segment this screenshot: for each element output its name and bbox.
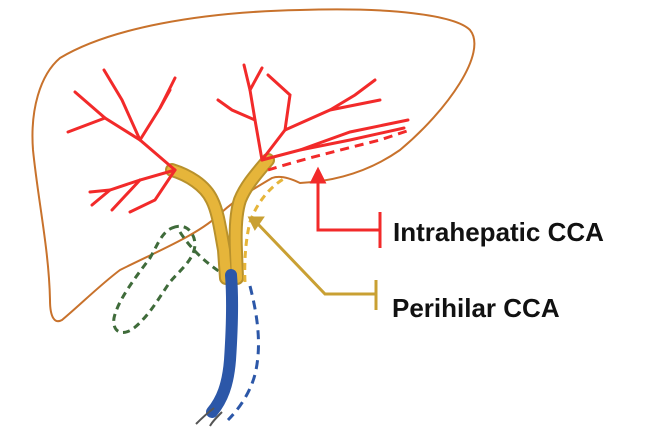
common-bile-duct bbox=[212, 275, 232, 412]
intrahepatic-ducts-right bbox=[218, 65, 408, 160]
gallbladder-outline bbox=[114, 226, 195, 332]
liver-outline bbox=[32, 9, 474, 321]
intrahepatic-cca-label: Intrahepatic CCA bbox=[393, 219, 604, 245]
perihilar-cca-label: Perihilar CCA bbox=[392, 295, 560, 321]
perihilar-pointer bbox=[250, 218, 376, 310]
intrahepatic-pointer bbox=[312, 170, 380, 248]
intrahepatic-ducts-left bbox=[68, 70, 175, 212]
